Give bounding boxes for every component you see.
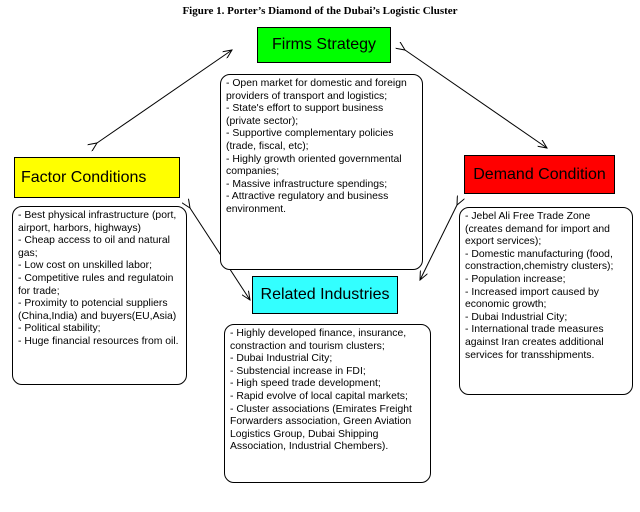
related-industries-header: Related Industries: [252, 276, 398, 314]
factor-conditions-item: - Huge financial resources from oil.: [18, 335, 179, 347]
firms-strategy-item: - Massive infrastructure spendings;: [226, 178, 388, 190]
firms-strategy-header: Firms Strategy: [257, 27, 391, 63]
demand-condition-item: - Increased import caused by economic gr…: [465, 286, 599, 311]
demand-condition-header: Demand Condition: [464, 155, 615, 194]
related-industries-item: - Highly developed finance, insurance, c…: [230, 328, 407, 352]
factor-conditions-item: - Best physical infrastructure (port, ai…: [18, 210, 177, 234]
related-industries-item: - Cluster associations (Emirates Freight…: [230, 403, 412, 453]
related-industries-item: - Rapid evolve of local capital markets;: [230, 390, 408, 402]
factor-conditions-item: - Cheap access to oil and natural gas;: [18, 235, 170, 259]
firms-strategy-item: - Supportive complementary policies (tra…: [226, 128, 394, 152]
demand-condition-title: Demand Condition: [473, 165, 606, 183]
firms-strategy-title: Firms Strategy: [271, 36, 376, 53]
firms-strategy-item: - State's effort to support business (pr…: [226, 103, 384, 127]
firms-strategy-item: - Attractive regulatory and business env…: [226, 191, 389, 215]
demand-condition-item: - Population increase;: [465, 273, 566, 285]
demand-condition-item: - Jebel Ali Free Trade Zone (creates dem…: [465, 211, 610, 248]
factor-conditions-header: Factor Conditions: [14, 157, 180, 198]
factor-conditions-item: - Competitive rules and regulatoin for t…: [18, 272, 174, 297]
factor-conditions-item: - Proximity to potencial suppliers (Chin…: [18, 298, 177, 322]
related-industries-item: - Dubai Industrial City;: [230, 353, 333, 365]
demand-condition-details: - Jebel Ali Free Trade Zone (creates dem…: [459, 207, 633, 395]
demand-condition-item: - Domestic manufacturing (food, constrac…: [465, 248, 614, 273]
arrow-demand-related: [420, 205, 457, 280]
related-industries-details: - Highly developed finance, insurance, c…: [224, 324, 431, 483]
arrow-firms-demand: [405, 50, 547, 148]
factor-conditions-item: - Political stability;: [18, 323, 101, 335]
demand-condition-item: - International trade measures against I…: [465, 324, 604, 361]
related-industries-title: Related Industries: [260, 286, 390, 303]
firms-strategy-item: - Open market for domestic and foreign p…: [226, 78, 407, 102]
firms-strategy-item: - Highly growth oriented governmental co…: [226, 153, 402, 178]
firms-strategy-details: - Open market for domestic and foreign p…: [220, 74, 423, 270]
related-industries-item: - Substencial increase in FDI;: [230, 365, 366, 377]
factor-conditions-details: - Best physical infrastructure (port, ai…: [12, 206, 187, 385]
related-industries-item: - High speed trade development;: [230, 378, 381, 390]
figure-title: Figure 1. Porter’s Diamond of the Dubai’…: [182, 5, 458, 17]
arrow-factor-firms: [97, 50, 232, 143]
factor-conditions-title: Factor Conditions: [21, 168, 147, 186]
factor-conditions-item: - Low cost on unskilled labor;: [18, 260, 152, 272]
demand-condition-item: - Dubai Industrial City;: [465, 311, 568, 323]
